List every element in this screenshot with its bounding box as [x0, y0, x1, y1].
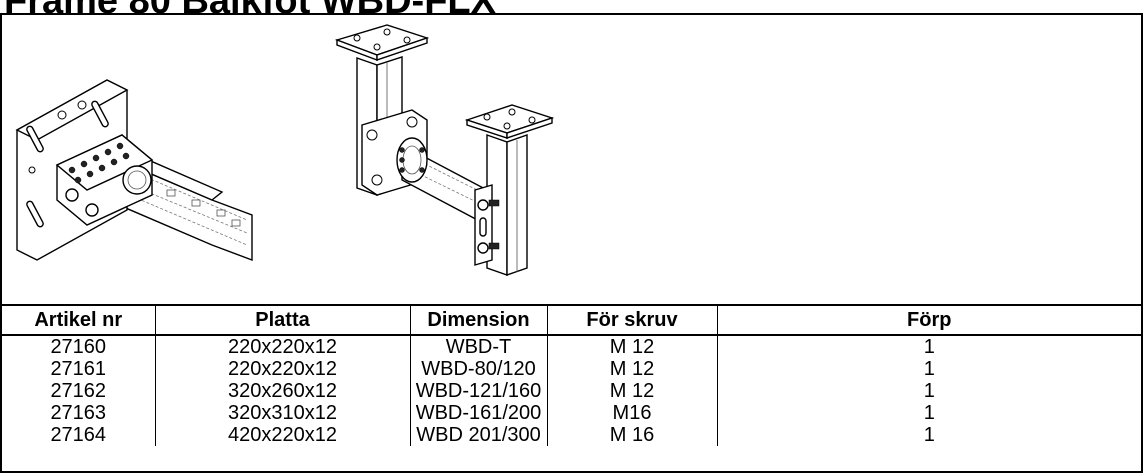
cell-dimension: WBD-161/200 — [409, 402, 548, 424]
cell-for-skruv: M 12 — [546, 335, 718, 358]
table-row: 27161 220x220x12 WBD-80/120 M 12 1 — [2, 358, 1141, 380]
cell-forp: 1 — [716, 402, 1141, 424]
product-frame: Artikel nr Platta Dimension För skruv Fö… — [0, 13, 1143, 473]
header-forp: Förp — [716, 306, 1141, 336]
page-title: Frame 80 Balkfot WBD-FLX — [4, 0, 496, 22]
table-row: 27164 420x220x12 WBD 201/300 M 16 1 — [2, 424, 1141, 446]
cell-for-skruv: M16 — [546, 402, 718, 424]
article-table: Artikel nr Platta Dimension För skruv Fö… — [2, 306, 1141, 446]
cell-artikel-nr: 27163 — [2, 402, 156, 424]
cell-forp: 1 — [716, 358, 1141, 380]
cell-forp: 1 — [716, 380, 1141, 402]
cell-dimension: WBD 201/300 — [409, 424, 548, 446]
cell-platta: 320x260x12 — [154, 380, 411, 402]
header-platta: Platta — [154, 306, 411, 336]
cell-artikel-nr: 27161 — [2, 358, 156, 380]
table-row: 27160 220x220x12 WBD-T M 12 1 — [2, 335, 1141, 358]
header-artikel-nr: Artikel nr — [2, 306, 156, 336]
header-for-skruv: För skruv — [546, 306, 718, 336]
cell-dimension: WBD-121/160 — [409, 380, 548, 402]
beam-foot-ceiling-bracket-drawing-icon — [334, 24, 555, 276]
illustration-area — [2, 15, 1141, 306]
cell-artikel-nr: 27160 — [2, 335, 156, 358]
cell-dimension: WBD-80/120 — [409, 358, 548, 380]
cell-for-skruv: M 12 — [546, 358, 718, 380]
cell-platta: 220x220x12 — [154, 358, 411, 380]
table-row: 27163 320x310x12 WBD-161/200 M16 1 — [2, 402, 1141, 424]
beam-foot-wall-plate-drawing-icon — [15, 79, 253, 262]
header-dimension: Dimension — [409, 306, 548, 336]
cell-dimension: WBD-T — [409, 335, 548, 358]
cell-forp: 1 — [716, 335, 1141, 358]
table-header-row: Artikel nr Platta Dimension För skruv Fö… — [2, 306, 1141, 336]
cell-platta: 420x220x12 — [154, 424, 411, 446]
cell-artikel-nr: 27164 — [2, 424, 156, 446]
cell-for-skruv: M 12 — [546, 380, 718, 402]
cell-forp: 1 — [716, 424, 1141, 446]
cell-for-skruv: M 16 — [546, 424, 718, 446]
cell-platta: 320x310x12 — [154, 402, 411, 424]
table-row: 27162 320x260x12 WBD-121/160 M 12 1 — [2, 380, 1141, 402]
cell-artikel-nr: 27162 — [2, 380, 156, 402]
cell-platta: 220x220x12 — [154, 335, 411, 358]
